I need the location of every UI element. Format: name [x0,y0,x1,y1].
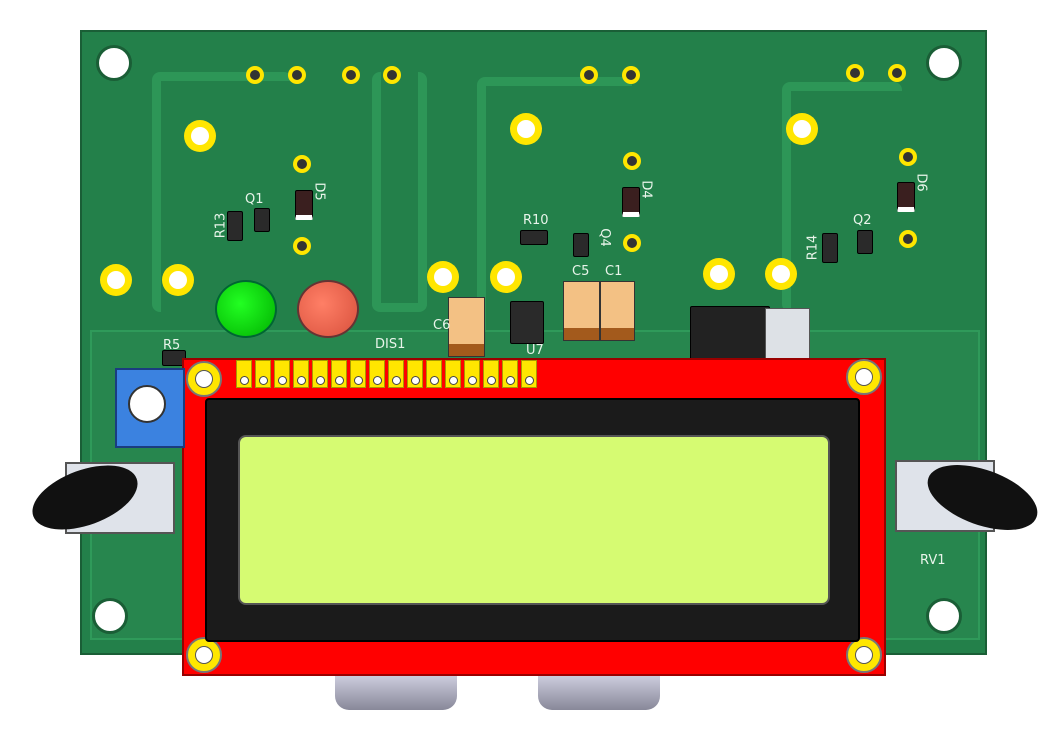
lcd-header-pin [312,360,328,388]
lcd-mounting-pad [186,361,222,397]
via [246,66,264,84]
label-q2: Q2 [853,213,872,228]
through-hole-pad [703,258,735,290]
copper-trace [372,72,427,312]
lcd-header-pin [388,360,404,388]
label-q1: Q1 [245,192,264,207]
resistor-r10 [520,230,548,245]
trimmer-adjust[interactable] [128,385,166,423]
diode-d6 [897,182,915,212]
lcd-header-pin [369,360,385,388]
label-u7: U7 [526,343,544,358]
label-d4: D4 [638,180,654,199]
through-hole-pad [162,264,194,296]
label-r14: R14 [805,234,821,261]
lcd-header-pin [274,360,290,388]
lcd-header-pin [350,360,366,388]
via [888,64,906,82]
label-d5: D5 [311,182,327,201]
label-r5: R5 [163,338,181,353]
lcd-mounting-pad [186,637,222,673]
capacitor-c5 [563,281,600,341]
resistor-r13 [227,211,243,241]
through-hole-pad [490,261,522,293]
trimmer-potentiometer[interactable] [115,368,185,448]
lcd-header-pin [445,360,461,388]
lcd-screen [238,435,830,605]
green-led [215,280,277,338]
lcd-header-pin [331,360,347,388]
via [342,66,360,84]
label-r10: R10 [523,213,549,228]
label-c1: C1 [605,264,623,279]
lcd-header-pin [255,360,271,388]
red-led [297,280,359,338]
through-hole-pad [427,261,459,293]
lcd-header-pin [483,360,499,388]
diode-d5 [295,190,313,220]
via [623,152,641,170]
through-hole-pad [510,113,542,145]
lcd-mounting-pad [846,359,882,395]
lcd-header-pin [236,360,252,388]
mounting-hole [926,598,962,634]
capacitor-c1 [600,281,635,341]
lcd-mounting-pad [846,637,882,673]
copper-trace [152,72,292,312]
resistor-r14 [822,233,838,263]
label-q4: Q4 [596,228,612,247]
through-hole-pad [786,113,818,145]
transistor-q2 [857,230,873,254]
lcd-header-pin [407,360,423,388]
lcd-header-pin [521,360,537,388]
transistor-q1 [254,208,270,232]
via [846,64,864,82]
ic-u7 [510,301,544,344]
via [293,237,311,255]
regulator-tab [765,308,810,360]
capacitor-c6 [448,297,485,357]
copper-trace [477,77,632,337]
label-r13: R13 [213,212,229,239]
mounting-hole [92,598,128,634]
label-dis1: DIS1 [375,337,406,352]
lcd-header-pin [426,360,442,388]
lcd-header-pin [293,360,309,388]
through-hole-pad [184,120,216,152]
label-c5: C5 [572,264,590,279]
transistor-q4 [573,233,589,257]
via [580,66,598,84]
via [899,230,917,248]
mounting-hole [96,45,132,81]
via [288,66,306,84]
mounting-hole [926,45,962,81]
via [899,148,917,166]
via [623,234,641,252]
voltage-regulator [690,306,770,362]
label-d6: D6 [913,173,929,192]
through-hole-pad [100,264,132,296]
through-hole-pad [765,258,797,290]
via [293,155,311,173]
lcd-header-pin [464,360,480,388]
standoff [335,676,457,710]
diode-d4 [622,187,640,217]
lcd-header-pin [502,360,518,388]
label-rv1: RV1 [920,553,946,568]
label-c6: C6 [433,318,451,333]
via [383,66,401,84]
standoff [538,676,660,710]
via [622,66,640,84]
copper-trace [782,82,902,312]
